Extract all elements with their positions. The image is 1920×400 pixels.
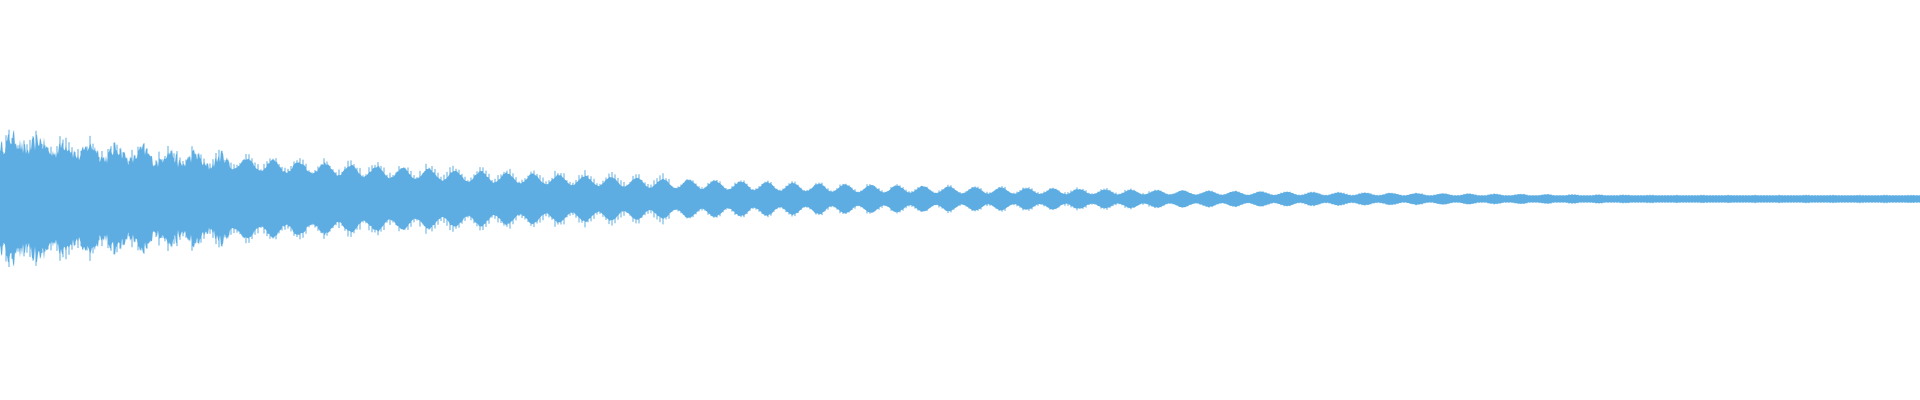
waveform-fill — [0, 129, 1920, 267]
